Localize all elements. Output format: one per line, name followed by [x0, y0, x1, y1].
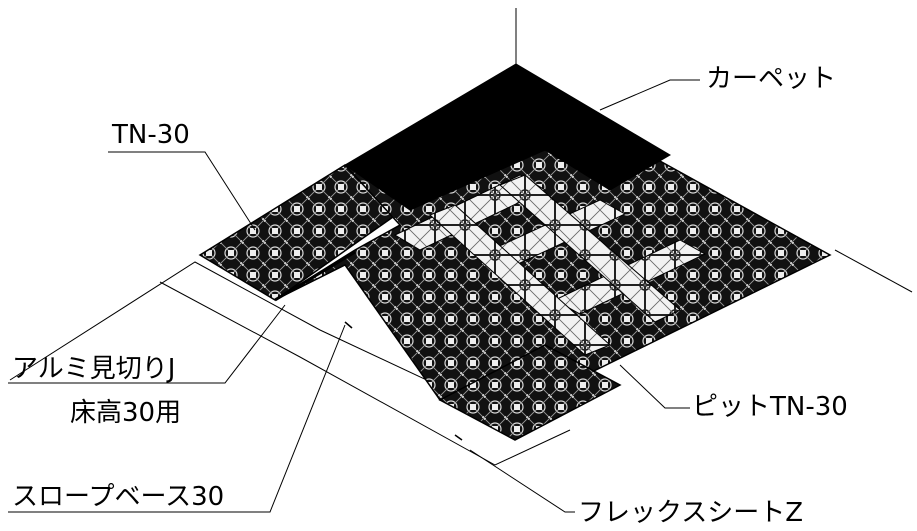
leader-aluminum	[8, 304, 286, 384]
arrow-mark-1	[344, 321, 353, 329]
label-flex-sheet: フレックスシートZ	[578, 498, 804, 528]
leader-slope	[8, 324, 346, 513]
label-pit-tn30: ピットTN-30	[692, 392, 848, 422]
label-slope-base: スロープベース30	[12, 482, 225, 512]
flex-sheet-outline	[159, 281, 571, 466]
label-tn30: TN-30	[112, 120, 190, 150]
aluminum-trim-edge	[274, 250, 356, 302]
leader-tn30	[108, 151, 256, 231]
leader-carpet	[599, 79, 700, 111]
carpet-area	[344, 63, 671, 211]
leader-flex	[469, 449, 575, 513]
pit-band-5	[499, 174, 681, 323]
leader-pit	[619, 364, 690, 409]
pit-band-1	[393, 174, 547, 251]
pit-band-4	[429, 204, 611, 356]
label-carpet: カーペット	[706, 64, 837, 94]
label-aluminum-trim-line1: アルミ見切りJ	[12, 354, 176, 384]
lower-tile-block	[438, 344, 622, 441]
arrow-mark-2	[454, 434, 463, 441]
label-aluminum-trim-line2: 床高30用	[70, 398, 182, 428]
axis-line-right	[834, 249, 913, 293]
